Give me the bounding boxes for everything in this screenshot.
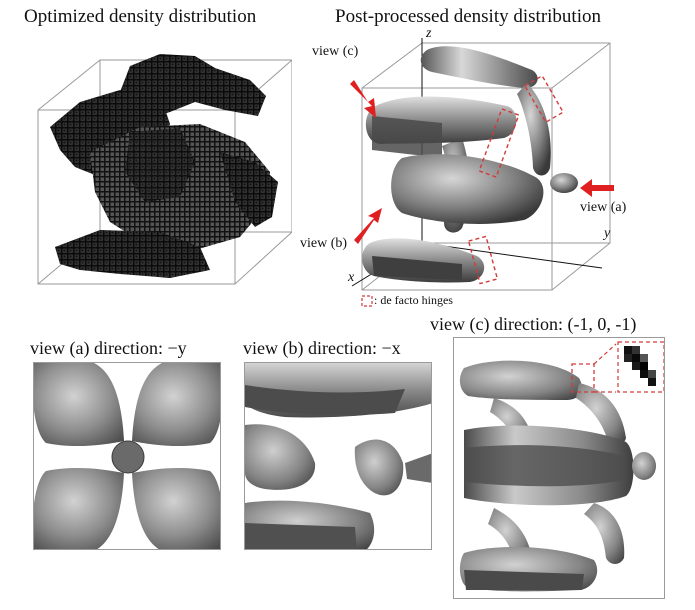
axis-label-y: y [604, 226, 611, 241]
hinge-markers [467, 74, 565, 285]
axis-label-z: z [426, 26, 432, 41]
leaf-top-right [132, 363, 220, 447]
post-processed-figure [292, 28, 642, 318]
title-post-processed: Post-processed density distribution [335, 6, 601, 27]
left-lobe [245, 424, 316, 490]
body-lower [391, 154, 544, 224]
label-view-a: view (a) [580, 200, 627, 215]
optimized-density-svg [37, 54, 293, 285]
central-body-band [464, 445, 624, 487]
view-a-svg [34, 363, 220, 549]
arm-bottom-face [372, 256, 462, 280]
leaf-bottom-left [34, 467, 124, 549]
label-view-c: view (c) [312, 44, 359, 59]
top-band-face [245, 385, 405, 415]
arm-top [420, 46, 538, 88]
arm-front-face [372, 116, 442, 158]
zoom-lines [593, 343, 617, 393]
hinge-box [571, 363, 595, 393]
view-c-panel [453, 337, 665, 599]
limb-lower-right [584, 503, 625, 564]
right-tip [405, 453, 431, 483]
knob-right [550, 173, 578, 193]
limb-upper-right [576, 383, 626, 446]
view-b-panel [244, 362, 432, 550]
hinge-legend-swatch [361, 295, 373, 307]
voxel-arm-bottom [55, 230, 210, 278]
optimized-density-figure [20, 32, 305, 290]
view-arrows [350, 80, 614, 244]
voxel-core-overlay [125, 128, 195, 202]
arrow-view-c [350, 80, 376, 118]
view-a-panel [33, 362, 221, 550]
leaf-top-left [34, 363, 124, 447]
title-view-b: view (b) direction: −x [243, 338, 401, 358]
column-right [517, 83, 551, 176]
right-limb [354, 439, 404, 496]
arrow-view-b [354, 208, 382, 244]
center-hub [111, 440, 145, 474]
voxel-arm-right [220, 152, 278, 227]
arrow-view-a [580, 179, 614, 197]
view-c-svg [459, 341, 664, 592]
title-optimized: Optimized density distribution [24, 6, 257, 27]
bottom-band-face [245, 523, 357, 549]
view-b-svg [245, 363, 431, 549]
knob-end [632, 452, 656, 480]
bottom-arm-face [464, 570, 584, 590]
post-processed-svg [350, 38, 614, 307]
title-view-a: view (a) direction: −y [30, 338, 187, 358]
leaf-bottom-right [132, 467, 220, 549]
zoom-inset [617, 341, 664, 393]
title-view-c: view (c) direction: (-1, 0, -1) [430, 314, 637, 334]
top-arm [459, 360, 582, 400]
axis-label-x: x [348, 270, 355, 285]
hinge-legend-label: : de facto hinges [374, 293, 453, 307]
label-view-b: view (b) [300, 236, 348, 251]
